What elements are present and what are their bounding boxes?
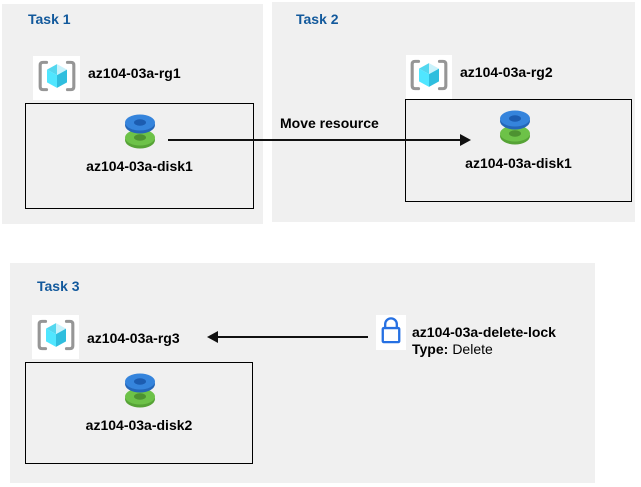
lock-type-label: Type: [412, 341, 449, 357]
lock-type-row: Type:Delete [412, 341, 493, 357]
lock-icon [378, 315, 404, 351]
task2-resource-group-iconbox [406, 55, 452, 99]
lock-iconbox [376, 315, 406, 350]
move-arrow-head-icon [460, 134, 471, 146]
task3-resource-group-iconbox [32, 315, 79, 359]
task1-panel [2, 4, 263, 224]
lock-arrow-head-icon [207, 331, 218, 343]
task3-resource-group-label: az104-03a-rg3 [87, 330, 180, 346]
task1-resource-box [25, 103, 254, 209]
task2-resource-group-label: az104-03a-rg2 [460, 64, 553, 80]
lock-type-value: Delete [452, 341, 493, 357]
lock-name-label: az104-03a-delete-lock [412, 324, 556, 340]
move-arrow-line [168, 139, 461, 141]
lock-arrow-line [217, 336, 368, 338]
resource-group-icon [34, 315, 78, 360]
task1-disk-label: az104-03a-disk1 [86, 158, 193, 174]
task2-disk-label: az104-03a-disk1 [465, 155, 572, 171]
task3-panel [10, 263, 595, 483]
task3-disk-label: az104-03a-disk2 [85, 417, 193, 433]
task1-resource-group-iconbox [33, 56, 80, 100]
move-resource-label: Move resource [280, 115, 379, 131]
task3-title: Task 3 [37, 278, 80, 294]
resource-group-icon [407, 55, 451, 100]
disk-icon [121, 371, 159, 413]
task2-panel [272, 2, 635, 222]
task1-resource-group-label: az104-03a-rg1 [88, 65, 181, 81]
task1-title: Task 1 [28, 11, 71, 27]
task2-title: Task 2 [296, 11, 339, 27]
resource-group-icon [35, 56, 79, 101]
disk-icon [496, 108, 534, 150]
task3-resource-box [25, 362, 253, 464]
task2-resource-box [405, 99, 632, 202]
disk-icon [121, 112, 159, 154]
